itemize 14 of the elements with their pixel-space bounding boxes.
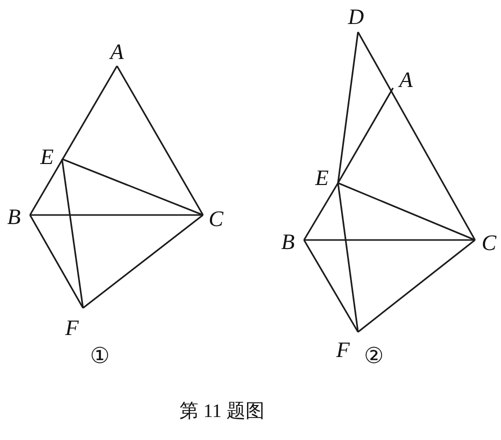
point-label: C — [482, 232, 496, 254]
point-label: D — [348, 6, 364, 28]
figure-number: ② — [364, 345, 384, 367]
point-label: B — [7, 206, 21, 228]
point-label: C — [208, 208, 224, 230]
point-label: A — [399, 69, 413, 91]
point-label: E — [315, 167, 329, 189]
point-label: B — [281, 231, 295, 253]
point-label: A — [110, 41, 124, 63]
figure-caption: 第 11 题图 — [180, 402, 264, 420]
figure-number: ① — [90, 345, 110, 367]
point-label: E — [40, 146, 54, 168]
point-label: F — [336, 339, 350, 361]
point-label: F — [65, 317, 79, 339]
